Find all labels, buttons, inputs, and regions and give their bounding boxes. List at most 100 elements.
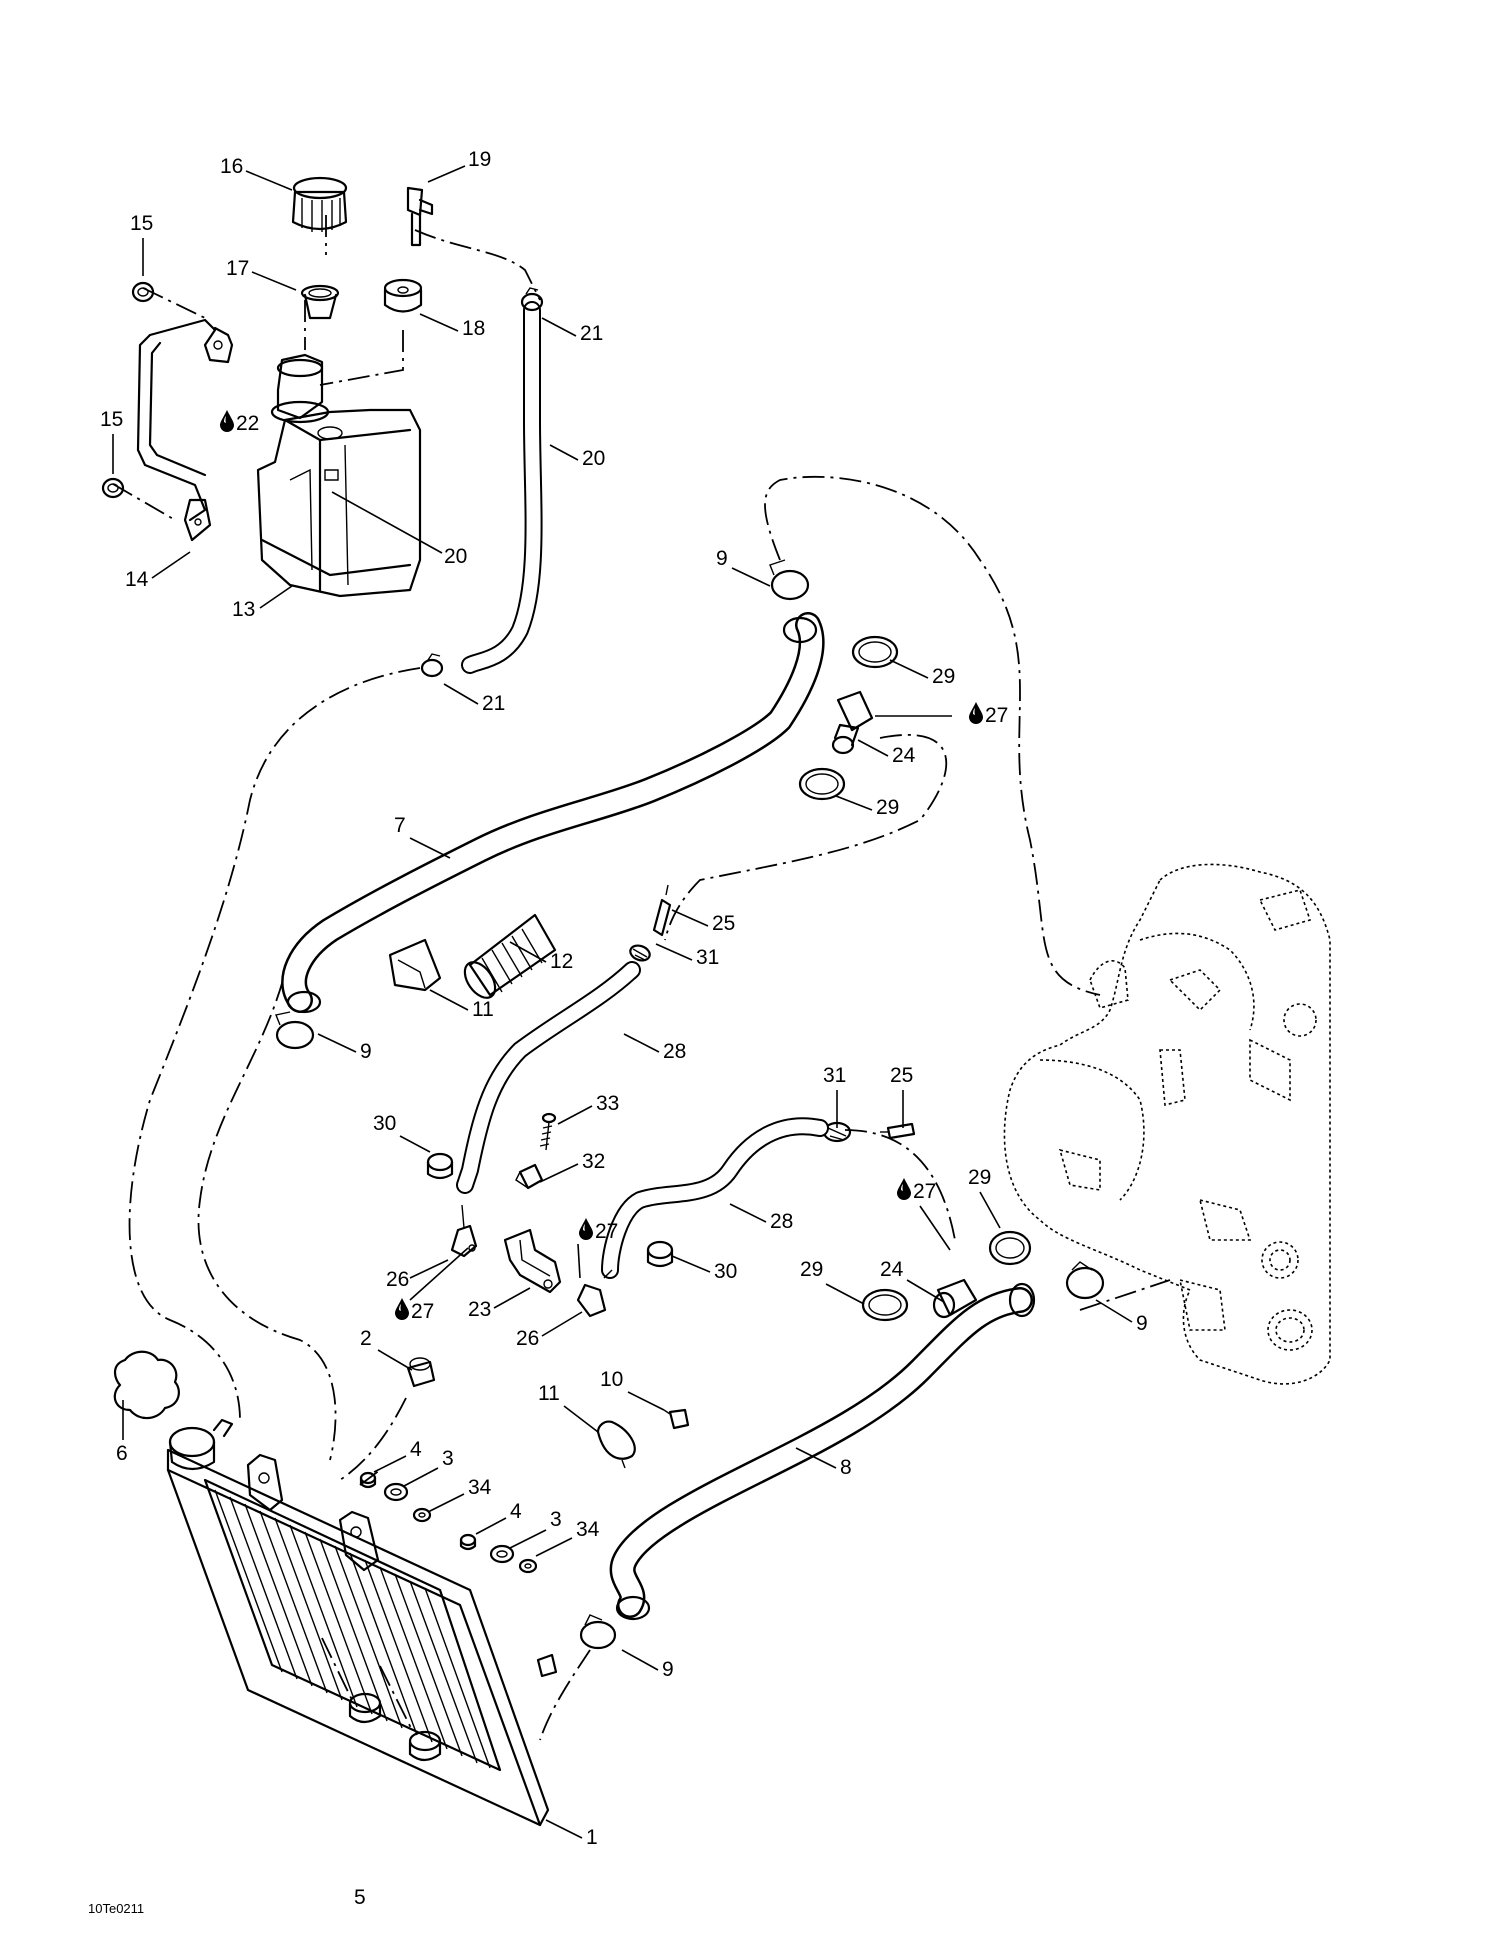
leader-line	[377, 1349, 413, 1371]
leader-line	[557, 1105, 593, 1125]
spacer-4a	[359, 1471, 377, 1489]
callout-number: 7	[394, 814, 406, 837]
clamp-9c	[1065, 1261, 1105, 1300]
callout-number: 20	[444, 545, 467, 568]
leader-line	[655, 943, 693, 961]
clamp-29c	[988, 1230, 1032, 1266]
callout-number: 14	[125, 568, 149, 591]
callout-number: 21	[482, 692, 505, 715]
callout-c24a: 24	[857, 739, 916, 767]
callout-c4a: 4	[373, 1438, 422, 1473]
hose-8	[609, 1282, 1036, 1621]
callout-c17: 17	[226, 257, 297, 291]
clamp-31a	[629, 944, 651, 962]
callout-c4b: 4	[475, 1500, 522, 1535]
leader-line	[539, 1163, 579, 1183]
callout-number: 33	[596, 1092, 619, 1115]
leader-line	[563, 1405, 599, 1433]
callout-c16: 16	[220, 155, 293, 191]
callout-number: 25	[890, 1064, 913, 1087]
callout-c15b: 15	[100, 408, 123, 474]
leader-line	[621, 1649, 659, 1671]
leader-line	[671, 909, 709, 927]
leader-line	[443, 683, 479, 705]
callout-number: 6	[116, 1442, 128, 1465]
leader-line	[857, 739, 889, 757]
callout-number: 17	[226, 257, 249, 280]
callout-number: 19	[468, 148, 491, 171]
callout-c27d: 27	[395, 1247, 469, 1323]
leader-line	[906, 1279, 945, 1303]
callout-number: 28	[663, 1040, 686, 1063]
leader-line	[409, 1259, 449, 1279]
callout-c10: 10	[600, 1368, 665, 1411]
leader-line	[623, 1033, 660, 1053]
callout-number: 29	[968, 1166, 991, 1189]
callout-c9c: 9	[1095, 1299, 1148, 1335]
callout-c25b: 25	[890, 1064, 913, 1128]
leader-line	[671, 1255, 711, 1273]
leader-line	[317, 1033, 357, 1053]
leader-line	[419, 313, 459, 332]
clamp-9b	[275, 1011, 315, 1050]
callout-number: 20	[582, 447, 605, 470]
coolant-drop-highlight	[583, 1224, 585, 1231]
callout-number: 24	[892, 744, 916, 767]
callout-number: 29	[800, 1258, 823, 1281]
callout-c12: 12	[509, 941, 573, 973]
vent-fitting	[406, 186, 434, 247]
callout-c27a: 27	[875, 702, 1008, 727]
clamp-21b	[420, 653, 444, 678]
callout-number: 29	[876, 796, 899, 819]
leader-line	[835, 795, 873, 811]
clamp-29a	[851, 635, 899, 669]
coolant-drop-icon	[969, 702, 983, 724]
leader-line	[509, 941, 547, 963]
coolant-drop-icon	[579, 1218, 593, 1240]
callout-c15a: 15	[130, 212, 153, 276]
callout-c25a: 25	[671, 909, 735, 935]
callout-number: 23	[468, 1298, 491, 1321]
callout-number: 27	[595, 1220, 618, 1243]
leader-line	[427, 1493, 465, 1513]
coolant-drop-icon	[220, 410, 234, 432]
callout-c27b: 27	[897, 1178, 951, 1251]
callout-number: 4	[510, 1500, 522, 1523]
leader-line	[151, 551, 191, 579]
callout-number: 30	[714, 1260, 737, 1283]
callout-number: 1	[586, 1826, 598, 1849]
callout-number: 3	[442, 1447, 454, 1470]
leader-line	[373, 1455, 407, 1473]
grommet-5b	[408, 1730, 442, 1762]
callout-number: 21	[580, 322, 603, 345]
callout-number: 30	[373, 1112, 396, 1135]
fitting-24a	[831, 690, 874, 755]
clamp-29d	[861, 1288, 909, 1322]
callout-c7: 7	[394, 814, 451, 859]
callout-c2: 2	[360, 1327, 413, 1371]
callout-number: 34	[468, 1476, 492, 1499]
spacer-30b	[646, 1240, 674, 1268]
callout-number: 27	[985, 704, 1008, 727]
coolant-drop-icon	[395, 1298, 409, 1320]
grommet-15a	[131, 281, 155, 303]
coolant-drop-highlight	[973, 708, 975, 715]
fitting-25a	[652, 884, 672, 937]
grommet-3b	[489, 1544, 515, 1564]
leader-line	[427, 165, 466, 183]
callout-number: 15	[100, 408, 123, 431]
callout-c3a: 3	[403, 1447, 454, 1487]
coolant-drop-icon	[897, 1178, 911, 1200]
leader-line	[251, 271, 297, 291]
radiator	[166, 1418, 558, 1827]
coolant-drop-highlight	[399, 1304, 401, 1311]
callout-c11a: 11	[429, 989, 494, 1021]
clamp-9d	[579, 1614, 617, 1650]
callout-number: 27	[913, 1180, 936, 1203]
callout-number: 13	[232, 598, 255, 621]
figure-reference: 10Te0211	[88, 1901, 144, 1916]
callout-number: 16	[220, 155, 243, 178]
leader-line	[549, 444, 579, 461]
hose-7	[281, 612, 825, 1014]
